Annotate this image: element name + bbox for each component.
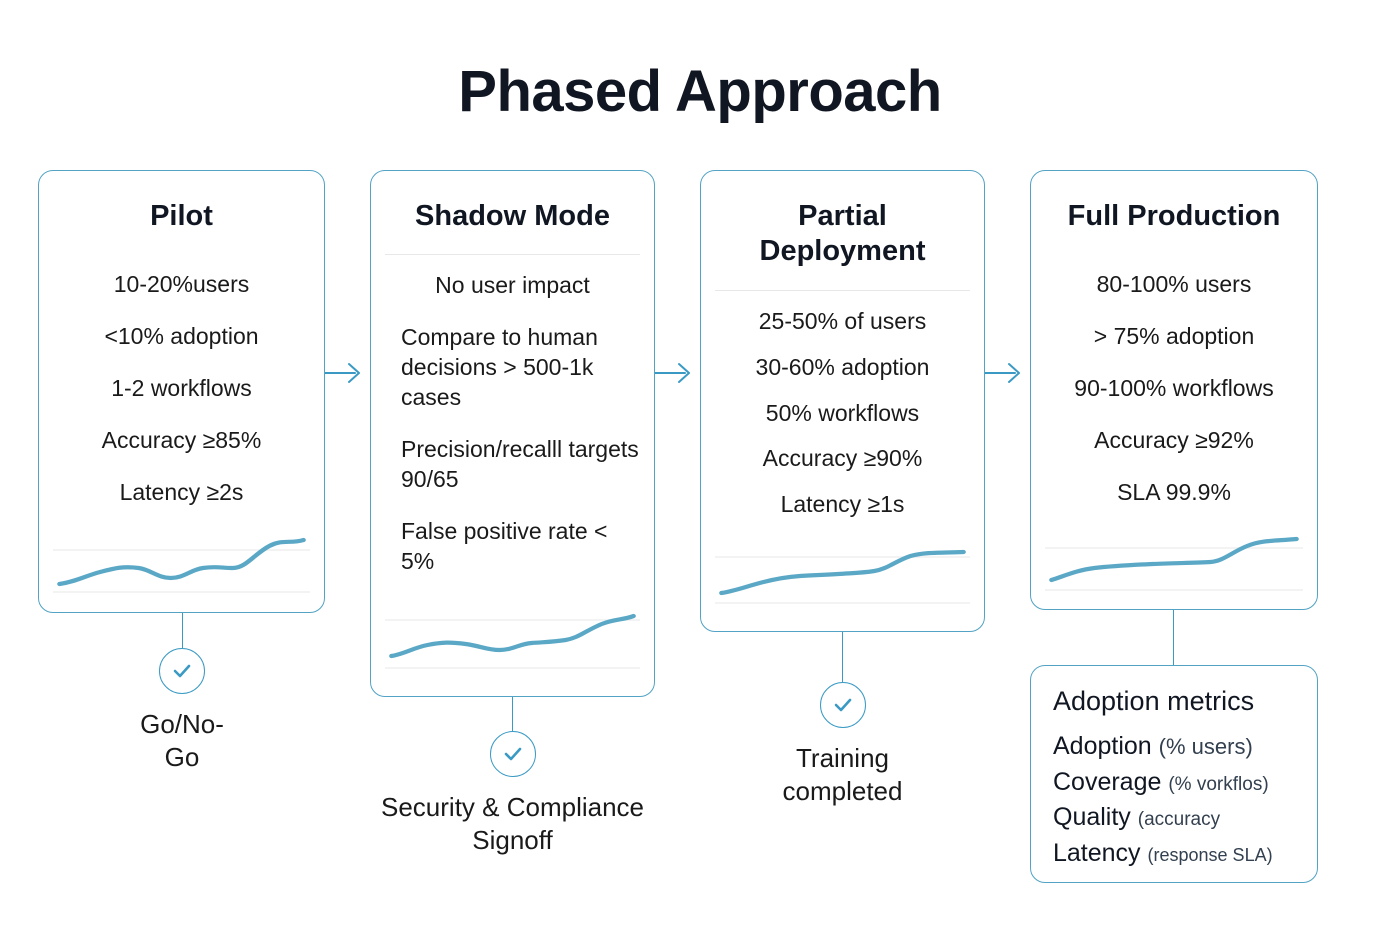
phase-card-full-production[interactable]: Full Production 80-100% users > 75% adop… (1030, 170, 1318, 610)
sparkline-chart-full-production (1031, 530, 1317, 620)
phase-metric-line: 1-2 workflows (111, 375, 252, 402)
check-icon[interactable] (819, 682, 866, 728)
gate-caption: Security & Compliance Signoff (381, 792, 644, 856)
phase-metric-line: Latency ≥1s (780, 491, 905, 518)
phase-card-title: Full Production (1067, 200, 1281, 232)
phase-card-body: 25-50% of users 30-60% adoption 50% work… (701, 291, 984, 541)
phase-metric-line: No user impact (435, 272, 590, 299)
metric-row: Latency (response SLA) (1053, 836, 1295, 872)
phase-metric-line: 80-100% users (1096, 271, 1252, 298)
connector-stem-full-production-to-metrics (1173, 610, 1174, 665)
metric-note: (% users) (1158, 734, 1253, 759)
connector-arrow-pilot-to-shadow (325, 360, 371, 386)
check-icon[interactable] (159, 648, 205, 694)
sparkline-chart-shadow-mode (371, 606, 654, 696)
page-title: Phased Approach (458, 59, 942, 124)
gate-pilot: Go/No-Go (132, 613, 232, 775)
metric-row: Adoption (% users) (1053, 729, 1295, 765)
metric-label: Coverage (1053, 767, 1162, 796)
gate-caption: Go/No-Go (140, 709, 224, 773)
metric-label: Latency (1053, 838, 1141, 867)
phase-metric-line: Accuracy ≥92% (1094, 427, 1254, 454)
metric-note: (response SLA) (1147, 844, 1273, 865)
phase-metric-line: SLA 99.9% (1117, 478, 1231, 505)
card-divider (715, 289, 970, 291)
phase-card-title: Pilot (150, 200, 213, 232)
gate-caption: Training completed (782, 743, 903, 807)
metric-row: Coverage (% vorkflos) (1053, 765, 1295, 801)
metric-note: (accuracy (1137, 809, 1221, 830)
phase-metric-line: 50% workflows (765, 399, 920, 426)
adoption-metrics-panel[interactable]: Adoption metrics Adoption (% users) Cove… (1030, 665, 1318, 883)
metric-row: Quality (accuracy (1053, 800, 1295, 836)
phase-metric-line: Accuracy ≥85% (101, 427, 262, 454)
phase-metric-line: 90-100% workflows (1074, 375, 1274, 402)
phase-card-partial-deployment[interactable]: Partial Deployment 25-50% of users 30-60… (700, 170, 985, 632)
gate-stem (181, 613, 183, 648)
gate-shadow-mode: Security & Compliance Signoff (380, 697, 645, 858)
metrics-heading: Adoption metrics (1053, 686, 1255, 716)
phase-card-title: Partial Deployment (759, 200, 926, 268)
phase-metric-line: > 75% adoption (1093, 323, 1255, 350)
phase-card-title: Shadow Mode (415, 200, 610, 232)
phase-card-pilot[interactable]: Pilot 10-20%users <10% adoption 1-2 work… (38, 170, 325, 613)
phase-card-body: 80-100% users > 75% adoption 90-100% wor… (1031, 254, 1317, 529)
card-divider (385, 254, 640, 256)
phase-metric-line: Latency ≥2s (119, 478, 244, 505)
phase-card-body: 10-20%users <10% adoption 1-2 workflows … (39, 254, 324, 529)
phase-metric-line: Precision/recalll targets 90/65 (401, 435, 639, 492)
phase-metric-line: 10-20%users (113, 271, 250, 298)
gate-partial-deployment: Training completed (760, 632, 925, 809)
metric-note: (% vorkflos) (1168, 773, 1269, 795)
check-icon[interactable] (489, 731, 536, 777)
phase-metric-line: 30-60% adoption (755, 353, 930, 380)
connector-arrow-partial-to-full (985, 360, 1031, 386)
phase-card-body: No user impact Compare to human decision… (371, 255, 654, 606)
phase-metric-line: <10% adoption (104, 323, 259, 350)
phase-metric-line: 25-50% of users (758, 307, 927, 334)
phase-card-shadow-mode[interactable]: Shadow Mode No user impact Compare to hu… (370, 170, 655, 697)
sparkline-chart-partial-deployment (701, 541, 984, 631)
phase-metric-line: Accuracy ≥90% (762, 445, 923, 472)
phase-metric-line: Compare to human decisions > 500-1k case… (401, 324, 598, 411)
gate-stem (512, 697, 513, 731)
connector-arrow-shadow-to-partial (655, 360, 701, 386)
metric-label: Adoption (1053, 732, 1152, 760)
gate-stem (842, 632, 843, 682)
sparkline-chart-pilot (39, 530, 324, 620)
metric-label: Quality (1053, 803, 1131, 831)
phase-metric-line: False positive rate < 5% (401, 517, 608, 574)
